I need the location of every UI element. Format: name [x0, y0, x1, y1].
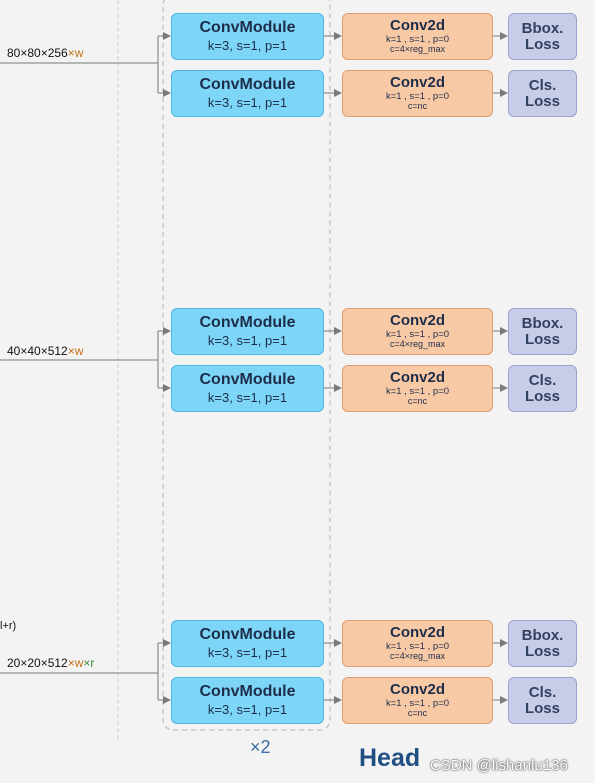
conv2d-box: Conv2d k=1 , s=1 , p=0 c=nc — [342, 677, 493, 724]
input-label-level-2: 40×40×512×w — [7, 344, 84, 358]
input-label-level-3: 20×20×512×w×r — [7, 656, 95, 670]
convmodule-box: ConvModule k=3, s=1, p=1 — [171, 13, 324, 60]
convmodule-box: ConvModule k=3, s=1, p=1 — [171, 677, 324, 724]
bbox-loss-box: Bbox. Loss — [508, 13, 577, 60]
bbox-loss-box: Bbox. Loss — [508, 620, 577, 667]
cls-loss-box: Cls. Loss — [508, 677, 577, 724]
head-section-title: Head — [359, 744, 421, 772]
bbox-loss-box: Bbox. Loss — [508, 308, 577, 355]
conv2d-box: Conv2d k=1 , s=1 , p=0 c=4×reg_max — [342, 308, 493, 355]
repeat-count-label: ×2 — [250, 737, 271, 757]
watermark: CSDN @lishanlu136 — [430, 757, 568, 774]
conv2d-box: Conv2d k=1 , s=1 , p=0 c=4×reg_max — [342, 13, 493, 60]
convmodule-box: ConvModule k=3, s=1, p=1 — [171, 620, 324, 667]
convmodule-box: ConvModule k=3, s=1, p=1 — [171, 70, 324, 117]
cls-loss-box: Cls. Loss — [508, 70, 577, 117]
conv2d-box: Conv2d k=1 , s=1 , p=0 c=nc — [342, 365, 493, 412]
cls-loss-box: Cls. Loss — [508, 365, 577, 412]
conv2d-box: Conv2d k=1 , s=1 , p=0 c=4×reg_max — [342, 620, 493, 667]
convmodule-box: ConvModule k=3, s=1, p=1 — [171, 365, 324, 412]
convmodule-box: ConvModule k=3, s=1, p=1 — [171, 308, 324, 355]
input-label-level-1: 80×80×256×w — [7, 46, 84, 60]
truncated-text-fragment: l+r) — [0, 620, 17, 632]
convmodule-group-frame — [162, 0, 331, 731]
conv2d-box: Conv2d k=1 , s=1 , p=0 c=nc — [342, 70, 493, 117]
